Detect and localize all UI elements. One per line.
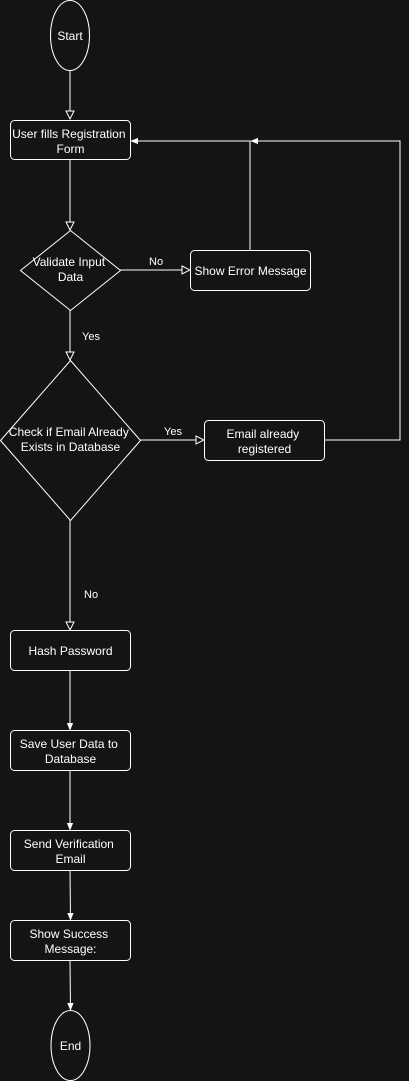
svg-text:Save User Data to Data: Save User Data to Database [20,737,121,766]
edge-success-to-end [67,959,74,1011]
save-user-data-line-2: Database [45,752,97,766]
user-fills-form-line-2: Form [57,142,85,156]
check-email-line-2: Exists in Database [21,440,121,454]
hash-password-label: Hash Password [28,644,112,658]
end-label: End [60,1039,81,1053]
save-user-data-node: Save User Data to Database [10,730,131,771]
email-registered-line-2: registered [238,442,291,456]
check-email-line-1: Check if Email Already [9,425,129,439]
show-success-line-1: Show Success [29,927,108,941]
edge-label-check-yes: Yes [164,426,182,438]
send-verification-line-2: Email [55,852,85,866]
edge-label-check-no: No [84,589,98,601]
svg-text:Send Verification Emai: Send Verification Email [24,837,117,866]
hash-password-node: Hash Password [10,630,131,671]
svg-text:User fills Registration: User fills Registration Form [12,127,129,156]
show-error-message-label: Show Error Message [194,264,306,278]
show-success-message-node: Show Success Message: [10,920,131,961]
send-verification-line-1: Send Verification [24,837,114,851]
check-email-exists-decision: Check if Email Already Exists in Databas… [0,359,142,522]
edge-error-to-form [130,137,251,250]
email-registered-line-1: Email already [226,427,299,441]
show-success-line-2: Message: [44,942,96,956]
svg-text:Check if Email Already: Check if Email Already Exists in Databas… [9,425,132,454]
edge-label-validate-yes: Yes [82,331,100,343]
edge-send-to-success [67,869,74,921]
end-node: End [50,1010,91,1081]
svg-text:Show Success Message:: Show Success Message: [29,927,111,956]
save-user-data-line-1: Save User Data to [20,737,118,751]
validate-input-line-2: Data [58,270,84,284]
edge-label-validate-no: No [149,256,163,268]
user-fills-form-node: User fills Registration Form [10,120,131,160]
svg-text:Email already register: Email already registered [226,427,302,456]
svg-text:Validate Input Data: Validate Input Data [33,255,109,284]
show-error-message-node: Show Error Message [190,250,311,291]
user-fills-form-line-1: User fills Registration [12,127,125,141]
start-label: Start [57,29,83,43]
edge-registered-to-form [250,137,401,441]
email-already-registered-node: Email already registered [204,420,325,461]
send-verification-email-node: Send Verification Email [10,830,131,871]
start-node: Start [50,0,90,71]
validate-input-decision: Validate Input Data [19,229,122,312]
validate-input-line-1: Validate Input [33,255,106,269]
